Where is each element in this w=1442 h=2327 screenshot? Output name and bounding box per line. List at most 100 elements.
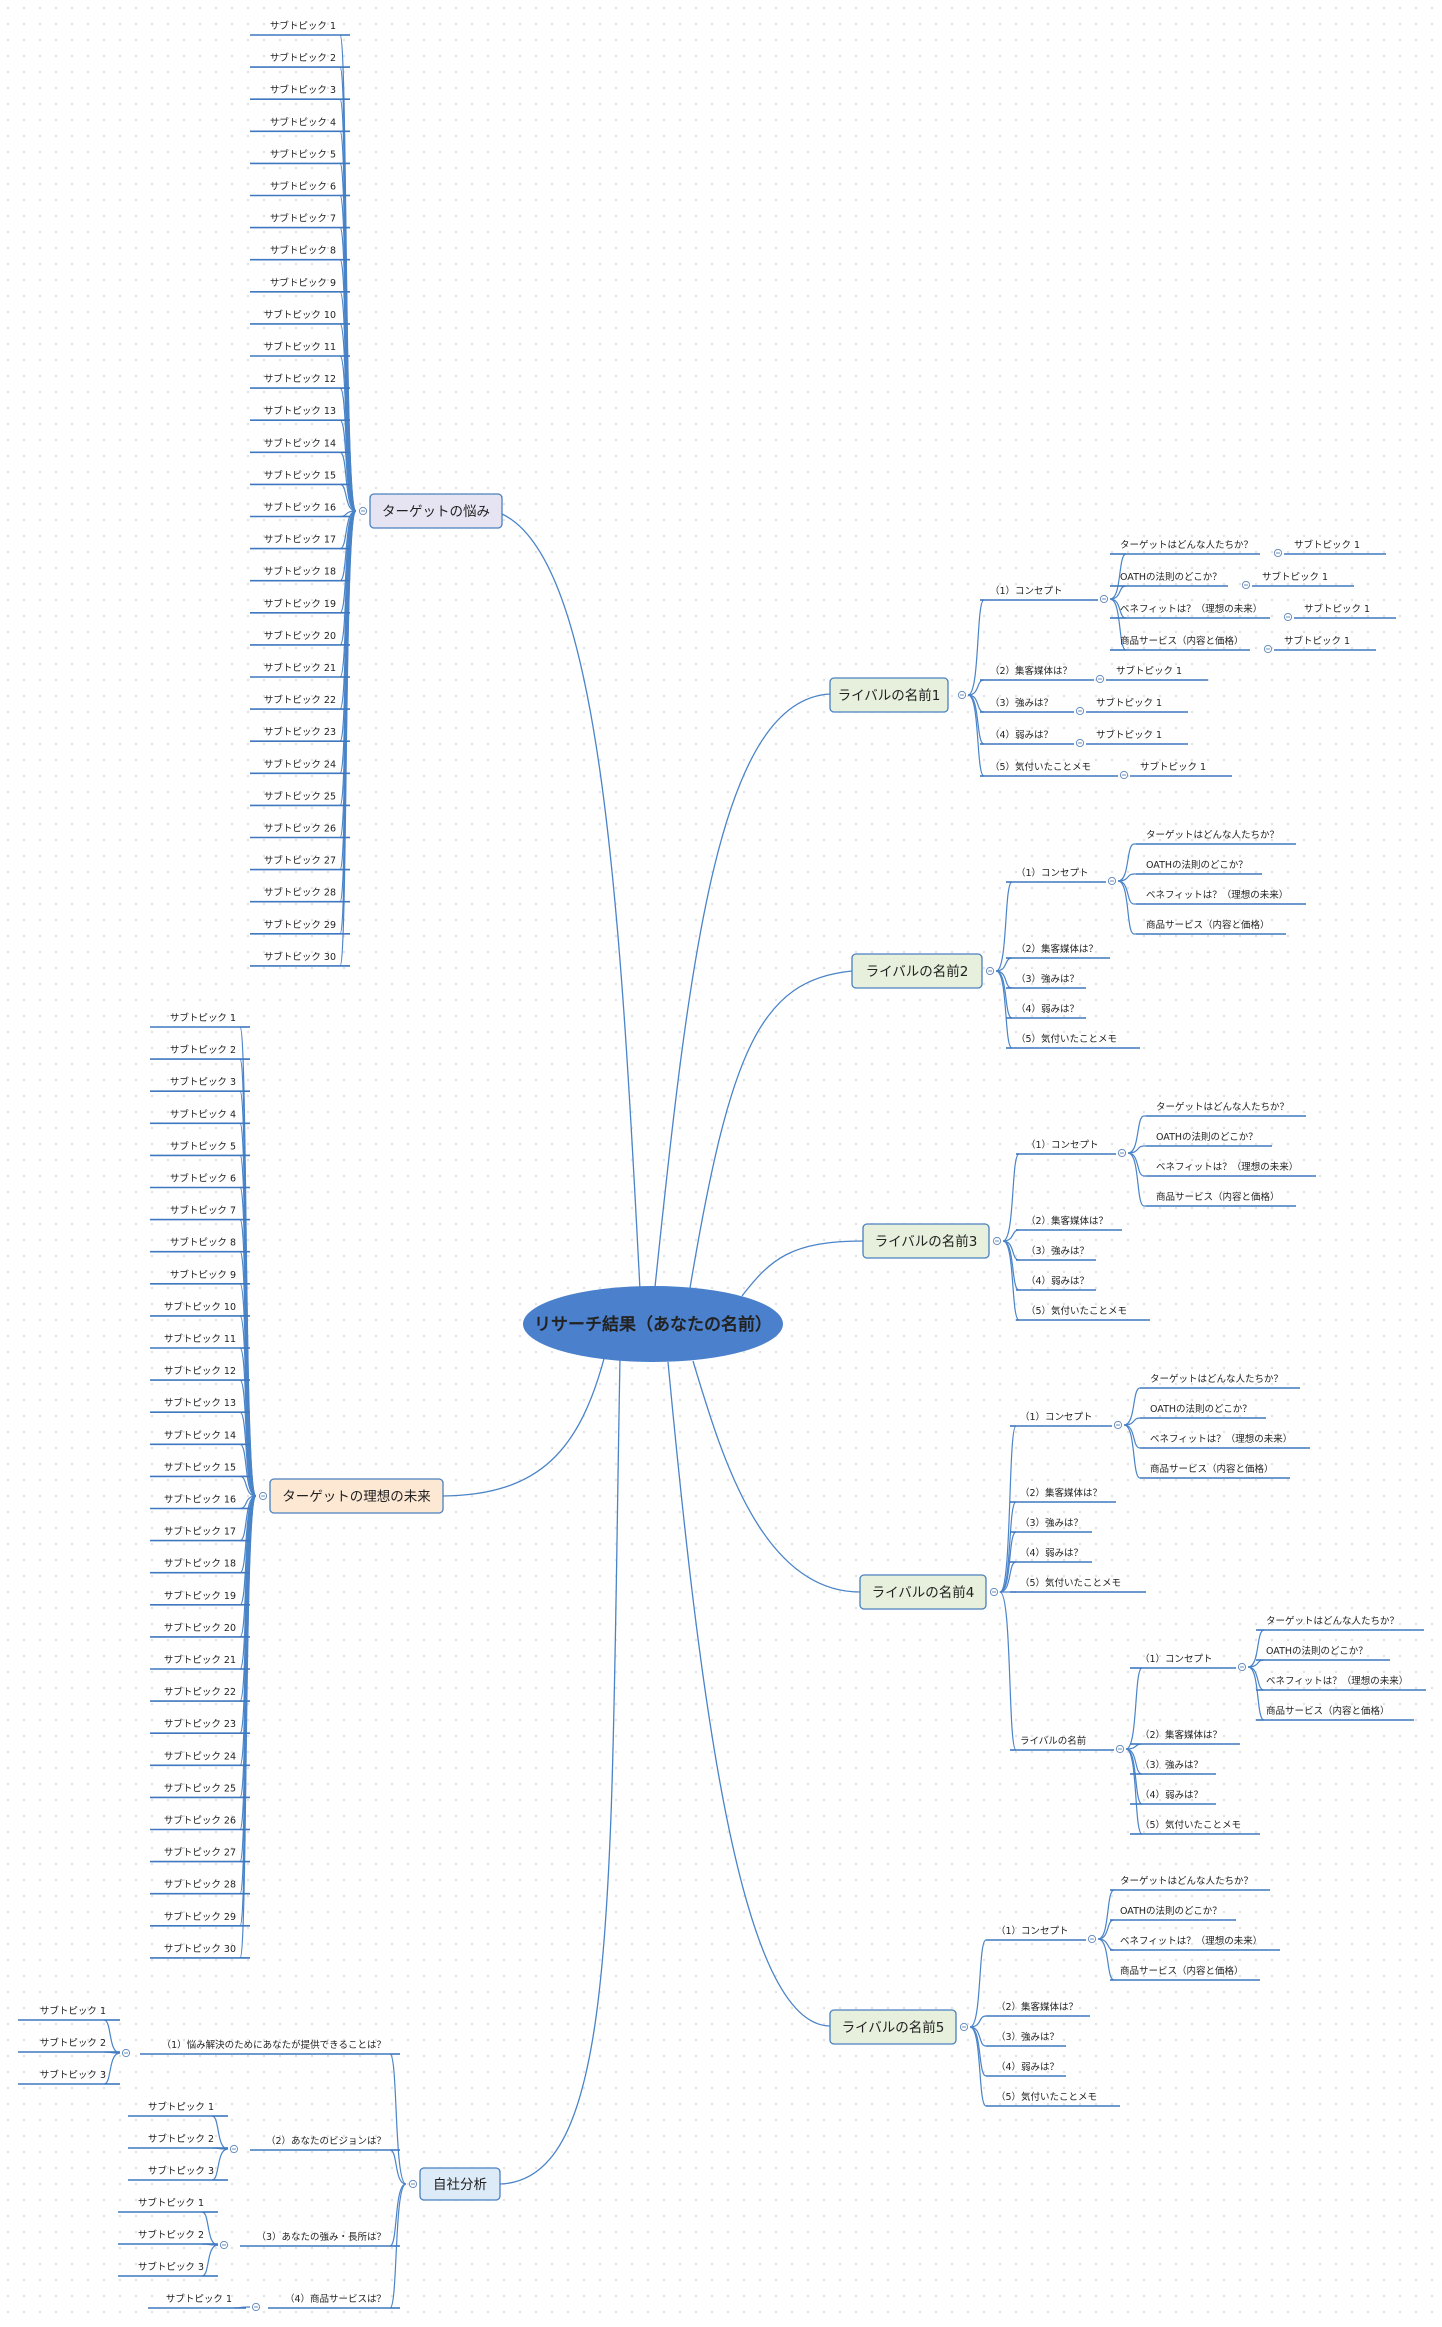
subtopic-27[interactable]: サブトピック 27 [250, 855, 350, 871]
subtopic-18[interactable]: サブトピック 18 [150, 1558, 250, 1574]
subtopic-16[interactable]: サブトピック 16 [250, 502, 350, 518]
subtopic-25[interactable]: サブトピック 25 [250, 790, 350, 807]
subtopic-8[interactable]: サブトピック 8 [250, 245, 350, 261]
subtopic-1[interactable]: サブトピック 1 [118, 2197, 218, 2213]
subtopic-1[interactable]: サブトピック 1 [150, 1012, 250, 1028]
concept-item-3[interactable]: ベネフィットは？（理想の未来） [1110, 603, 1270, 619]
subtopic-2[interactable]: サブトピック 2 [150, 1044, 250, 1060]
concept-item-1[interactable]: ターゲットはどんな人たちか？ [1136, 829, 1296, 845]
subtopic-14[interactable]: サブトピック 14 [150, 1429, 250, 1446]
subtopic-1[interactable]: サブトピック 1 [1106, 665, 1208, 681]
rival-topic-4[interactable]: （4）弱みは？ [986, 2061, 1066, 2077]
collapse-icon[interactable] [985, 966, 995, 976]
nested-rival-topic-5[interactable]: （5）気付いたことメモ [1130, 1819, 1260, 1835]
subtopic-4[interactable]: サブトピック 4 [250, 116, 350, 133]
concept-item-2[interactable]: OATHの法則のどこか？ [1110, 1905, 1236, 1921]
subtopic-3[interactable]: サブトピック 3 [150, 1076, 250, 1092]
concept-item-4[interactable]: 商品サービス（内容と価格） [1110, 635, 1250, 651]
subtopic-24[interactable]: サブトピック 24 [150, 1750, 250, 1767]
subtopic-21[interactable]: サブトピック 21 [250, 662, 350, 678]
concept-item-4[interactable]: 商品サービス（内容と価格） [1110, 1965, 1260, 1981]
subtopic-9[interactable]: サブトピック 9 [250, 277, 350, 293]
subtopic-30[interactable]: サブトピック 30 [150, 1943, 250, 1959]
subtopic-1[interactable]: サブトピック 1 [1086, 729, 1188, 745]
collapse-icon[interactable] [1273, 548, 1283, 558]
collapse-icon[interactable] [957, 690, 967, 700]
subtopic-9[interactable]: サブトピック 9 [150, 1269, 250, 1285]
collapse-icon[interactable] [1119, 770, 1129, 780]
collapse-icon[interactable] [1237, 1662, 1247, 1672]
nested-rival-topic-1[interactable]: （1）コンセプト [1130, 1653, 1236, 1669]
concept-item-3[interactable]: ベネフィットは？（理想の未来） [1256, 1675, 1426, 1691]
subtopic-28[interactable]: サブトピック 28 [250, 887, 350, 903]
subtopic-22[interactable]: サブトピック 22 [150, 1686, 250, 1702]
collapse-icon[interactable] [1099, 594, 1109, 604]
subtopic-4[interactable]: サブトピック 4 [150, 1108, 250, 1125]
collapse-icon[interactable] [1095, 674, 1105, 684]
collapse-icon[interactable] [1075, 738, 1085, 748]
rival-topic-2[interactable]: （2）集客媒体は？ [1010, 1487, 1116, 1503]
subtopic-27[interactable]: サブトピック 27 [150, 1847, 250, 1863]
subtopic-17[interactable]: サブトピック 17 [150, 1526, 250, 1542]
main-topic-ideal-future[interactable]: ターゲットの理想の未来 [269, 1478, 444, 1514]
rival-topic-3[interactable]: （3）強みは？ [986, 2031, 1066, 2047]
concept-item-2[interactable]: OATHの法則のどこか？ [1146, 1131, 1272, 1147]
collapse-icon[interactable] [358, 506, 368, 516]
rival-topic-3[interactable]: （3）強みは？ [1010, 1517, 1092, 1533]
self-question-3[interactable]: （3）あなたの強み・長所は？ [240, 2231, 400, 2247]
rival-topic-1[interactable]: （1）コンセプト [1016, 1139, 1116, 1155]
nested-rival-topic-3[interactable]: （3）強みは？ [1130, 1759, 1216, 1775]
collapse-icon[interactable] [258, 1491, 268, 1501]
subtopic-5[interactable]: サブトピック 5 [250, 148, 350, 165]
concept-item-3[interactable]: ベネフィットは？（理想の未来） [1110, 1935, 1280, 1951]
subtopic-2[interactable]: サブトピック 2 [118, 2229, 218, 2245]
concept-item-2[interactable]: OATHの法則のどこか？ [1256, 1645, 1390, 1661]
subtopic-1[interactable]: サブトピック 1 [128, 2101, 228, 2117]
subtopic-29[interactable]: サブトピック 29 [150, 1911, 250, 1927]
subtopic-11[interactable]: サブトピック 11 [150, 1333, 250, 1349]
rival-topic-2[interactable]: （2）集客媒体は？ [1016, 1215, 1122, 1231]
concept-item-4[interactable]: 商品サービス（内容と価格） [1256, 1705, 1414, 1721]
concept-item-1[interactable]: ターゲットはどんな人たちか？ [1146, 1101, 1306, 1117]
subtopic-1[interactable]: サブトピック 1 [1284, 539, 1386, 555]
rival-topic-2[interactable]: （2）集客媒体は？ [980, 665, 1094, 681]
subtopic-3[interactable]: サブトピック 3 [128, 2165, 228, 2181]
collapse-icon[interactable] [959, 2022, 969, 2032]
collapse-icon[interactable] [1113, 1420, 1123, 1430]
collapse-icon[interactable] [251, 2302, 261, 2312]
collapse-icon[interactable] [989, 1587, 999, 1597]
rival-topic-4[interactable]: （4）弱みは？ [980, 729, 1074, 745]
subtopic-1[interactable]: サブトピック 1 [250, 20, 350, 36]
subtopic-2[interactable]: サブトピック 2 [128, 2133, 228, 2149]
subtopic-2[interactable]: サブトピック 2 [18, 2037, 120, 2053]
collapse-icon[interactable] [1263, 644, 1273, 654]
concept-item-1[interactable]: ターゲットはどんな人たちか？ [1110, 539, 1260, 555]
rival-topic-5[interactable]: （5）気付いたことメモ [1006, 1033, 1140, 1049]
main-topic-target-worries[interactable]: ターゲットの悩み [369, 493, 503, 529]
subtopic-19[interactable]: サブトピック 19 [150, 1590, 250, 1606]
subtopic-7[interactable]: サブトピック 7 [250, 213, 350, 229]
subtopic-13[interactable]: サブトピック 13 [150, 1397, 250, 1413]
subtopic-28[interactable]: サブトピック 28 [150, 1879, 250, 1895]
rival-topic-3[interactable]: （3）強みは？ [1016, 1245, 1096, 1261]
subtopic-13[interactable]: サブトピック 13 [250, 405, 350, 422]
main-topic-rival-4[interactable]: ライバルの名前4 [859, 1574, 987, 1610]
subtopic-23[interactable]: サブトピック 23 [150, 1718, 250, 1734]
collapse-icon[interactable] [992, 1236, 1002, 1246]
concept-item-4[interactable]: 商品サービス（内容と価格） [1146, 1191, 1296, 1207]
collapse-icon[interactable] [1087, 1934, 1097, 1944]
main-topic-rival-1[interactable]: ライバルの名前1 [829, 677, 949, 713]
main-topic-rival-2[interactable]: ライバルの名前2 [851, 953, 983, 989]
self-question-1[interactable]: （1）悩み解決のためにあなたが提供できることは？ [140, 2039, 400, 2055]
subtopic-3[interactable]: サブトピック 3 [118, 2261, 218, 2277]
concept-item-2[interactable]: OATHの法則のどこか？ [1110, 571, 1228, 587]
rival-topic-2[interactable]: （2）集客媒体は？ [986, 2001, 1090, 2017]
subtopic-5[interactable]: サブトピック 5 [150, 1140, 250, 1157]
rival-topic-3[interactable]: （3）強みは？ [1006, 973, 1086, 989]
rival-topic-5[interactable]: （5）気付いたことメモ [1010, 1577, 1146, 1593]
subtopic-12[interactable]: サブトピック 12 [150, 1365, 250, 1381]
rival-topic-1[interactable]: （1）コンセプト [980, 585, 1098, 601]
subtopic-24[interactable]: サブトピック 24 [250, 758, 350, 775]
subtopic-1[interactable]: サブトピック 1 [1274, 635, 1376, 651]
